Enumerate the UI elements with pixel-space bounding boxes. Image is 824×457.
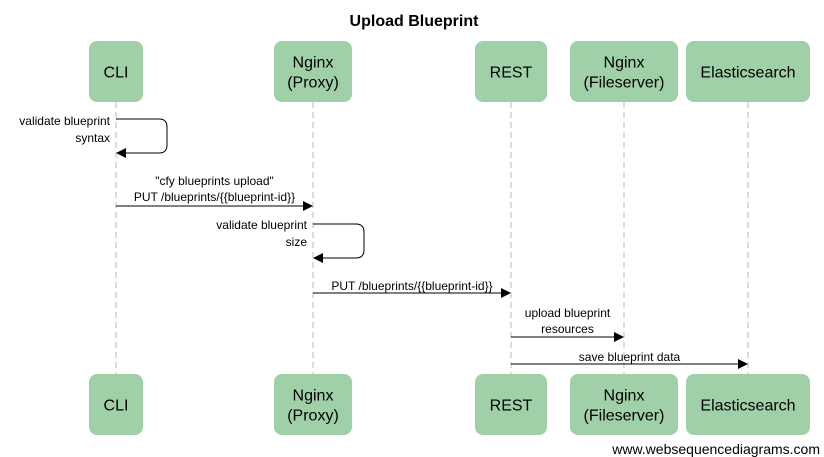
message-label: PUT /blueprints/{{blueprint-id}} — [134, 190, 295, 204]
arrowhead — [116, 148, 126, 158]
watermark-text: www.websequencediagrams.com — [611, 441, 820, 457]
participant-nginx-proxy-top: Nginx (Proxy) — [274, 41, 352, 102]
message-label: upload blueprint — [525, 306, 611, 320]
participant-label: CLI — [104, 65, 129, 82]
participant-box — [274, 374, 352, 435]
participants-top: CLI Nginx (Proxy) REST Nginx (Fileserver) Elas… — [89, 41, 810, 102]
lifelines — [115, 102, 749, 374]
arrowhead — [738, 359, 748, 369]
self-arrow-line — [313, 223, 365, 259]
participant-label: Elasticsearch — [700, 398, 795, 415]
participant-cli-top: CLI — [89, 41, 143, 102]
arrowhead — [614, 332, 624, 342]
participant-rest-bottom: REST — [475, 374, 547, 435]
participant-label: Nginx — [293, 388, 334, 405]
message-4: PUT /blueprints/{{blueprint-id}} — [313, 279, 511, 298]
participant-nginx-fileserver-bottom: Nginx (Fileserver) — [570, 374, 678, 435]
self-arrow-line — [116, 118, 168, 154]
arrowhead — [303, 201, 313, 211]
message-label: save blueprint data — [579, 350, 681, 364]
diagram-title: Upload Blueprint — [350, 13, 480, 30]
participant-label: Nginx — [604, 55, 645, 72]
participant-box — [475, 374, 547, 435]
participant-elasticsearch-bottom: Elasticsearch — [686, 374, 810, 435]
participant-label: CLI — [104, 398, 129, 415]
participant-box — [570, 41, 678, 102]
participant-elasticsearch-top: Elasticsearch — [686, 41, 810, 102]
message-label: size — [286, 235, 308, 249]
message-2: "cfy blueprints upload" PUT /blueprints/{… — [116, 174, 313, 211]
participant-box — [475, 41, 547, 102]
participant-box — [570, 374, 678, 435]
participant-label: (Fileserver) — [584, 75, 665, 92]
participants-bottom: CLI Nginx (Proxy) REST Nginx (Fileserver) Elas… — [89, 374, 810, 435]
participant-box — [686, 41, 810, 102]
participant-box — [89, 41, 143, 102]
participant-nginx-fileserver-top: Nginx (Fileserver) — [570, 41, 678, 102]
message-5: upload blueprint resources — [511, 306, 624, 342]
participant-box — [89, 374, 143, 435]
arrowhead — [313, 253, 323, 263]
message-label: validate blueprint — [216, 218, 307, 232]
participant-box — [274, 41, 352, 102]
arrowhead — [501, 288, 511, 298]
participant-rest-top: REST — [475, 41, 547, 102]
messages: validate blueprint syntax "cfy blueprints … — [19, 114, 748, 369]
participant-cli-bottom: CLI — [89, 374, 143, 435]
participant-label: (Proxy) — [287, 75, 339, 92]
message-6: save blueprint data — [511, 350, 748, 369]
participant-label: Nginx — [293, 55, 334, 72]
participant-nginx-proxy-bottom: Nginx (Proxy) — [274, 374, 352, 435]
message-3: validate blueprint size — [216, 218, 365, 263]
participant-label: REST — [490, 65, 533, 82]
participant-label: (Fileserver) — [584, 408, 665, 425]
participant-label: Elasticsearch — [700, 65, 795, 82]
participant-label: (Proxy) — [287, 408, 339, 425]
participant-box — [686, 374, 810, 435]
message-label: PUT /blueprints/{{blueprint-id}} — [331, 279, 492, 293]
participant-label: Nginx — [604, 388, 645, 405]
message-label: syntax — [75, 131, 110, 145]
participant-label: REST — [490, 398, 533, 415]
message-label: "cfy blueprints upload" — [155, 174, 274, 188]
message-1: validate blueprint syntax — [19, 114, 168, 158]
message-label: resources — [541, 322, 594, 336]
message-label: validate blueprint — [19, 114, 110, 128]
